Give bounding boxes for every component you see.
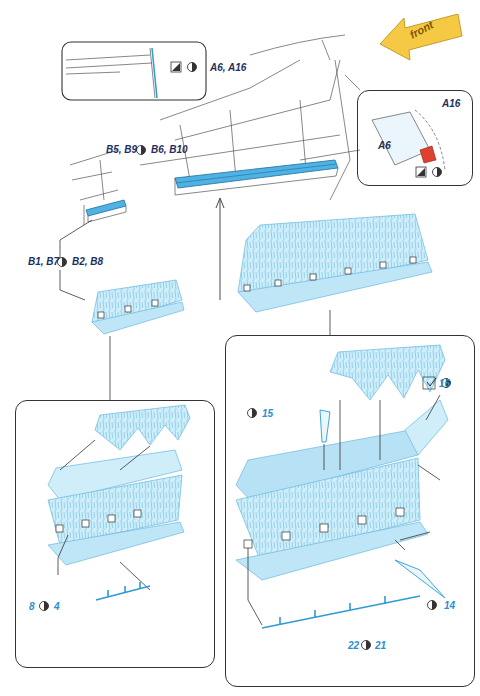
front-arrow: front: [378, 14, 464, 64]
callout-number: 21: [375, 641, 386, 651]
callout-number: 4: [54, 602, 60, 612]
part-label: A16: [442, 99, 460, 109]
part-label: B5, B9: [106, 145, 137, 155]
callout-number: 8: [29, 602, 35, 612]
callout-number: 15: [262, 409, 273, 419]
part-label: B1, B7: [28, 257, 59, 267]
callout-number: 22: [348, 641, 359, 651]
detail-panel: 84: [15, 400, 215, 668]
callout-number: 14: [444, 601, 455, 611]
part-label: A6: [378, 141, 391, 151]
callout-number: 16: [439, 379, 450, 389]
part-label: A6, A16: [210, 63, 246, 73]
part-label: B6, B10: [151, 145, 188, 155]
part-label: B2, B8: [72, 257, 103, 267]
detail-inset: A6 A16: [357, 90, 473, 186]
detail-panel: 15 16 14 22 21: [225, 335, 475, 687]
